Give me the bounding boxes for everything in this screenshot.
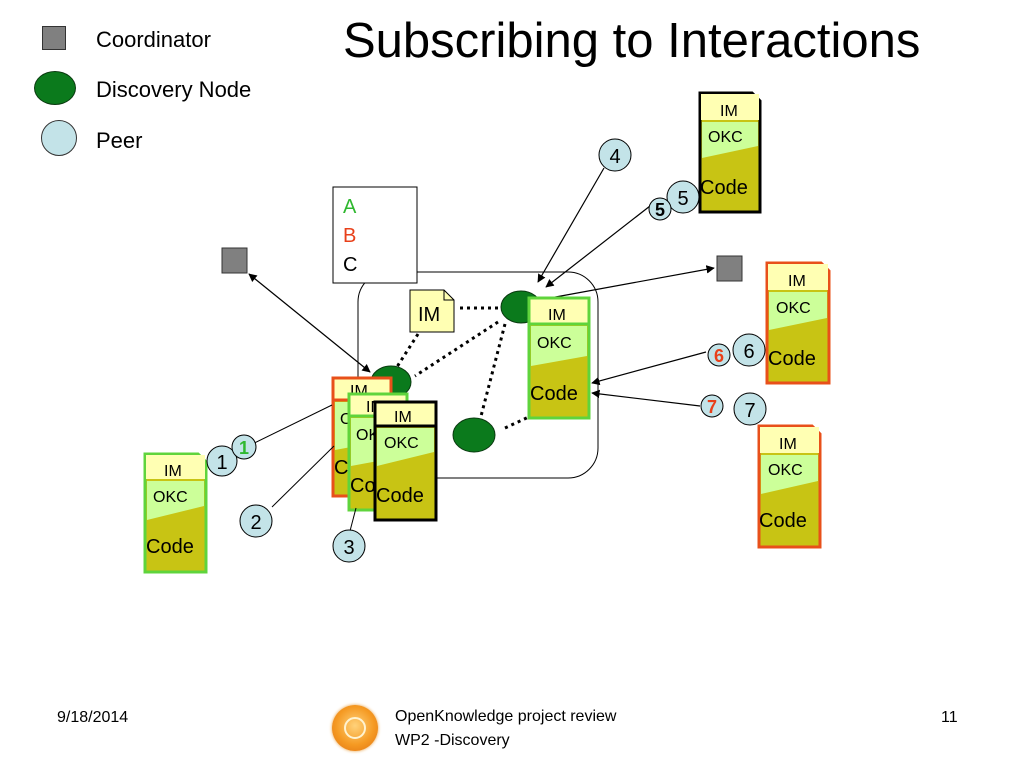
component-right-middle-okc: OKC [776, 300, 811, 317]
component-right-middle: IM OKC Code [765, 261, 831, 385]
coordinator-right [716, 255, 743, 282]
arrow-step-4 [537, 167, 605, 283]
component-stack-black-im: IM [394, 409, 412, 426]
svg-text:5: 5 [677, 188, 688, 210]
component-node-top-okc: OKC [537, 335, 572, 352]
arrow-coordinator-left [248, 273, 371, 373]
component-node-top: IM OKC Code [527, 296, 591, 420]
abc-label-b: B [343, 225, 356, 247]
abc-box [332, 186, 418, 284]
svg-text:6: 6 [743, 341, 754, 363]
component-right-middle-code: Code [768, 348, 816, 370]
component-right-bottom: IM OKC Code [757, 424, 822, 549]
step-4: 4 [598, 138, 632, 172]
discovery-node-legend-label: Discovery Node [96, 77, 252, 102]
component-peer-left-im: IM [164, 463, 182, 480]
component-top-right-im: IM [720, 103, 738, 120]
component-right-bottom-im: IM [779, 436, 797, 453]
peer-legend-label: Peer [96, 128, 143, 153]
svg-text:3: 3 [343, 537, 354, 559]
peer-legend-icon [41, 120, 77, 156]
component-right-bottom-code: Code [759, 510, 807, 532]
svg-text:4: 4 [609, 146, 620, 168]
svg-text:1: 1 [216, 452, 227, 474]
component-node-top-code: Code [530, 383, 578, 405]
svg-text:2: 2 [250, 512, 261, 534]
step-2: 2 [239, 504, 273, 538]
step-3: 3 [332, 529, 366, 563]
coordinator-left [221, 247, 248, 274]
svg-text:5: 5 [655, 200, 665, 220]
discovery-network-area [357, 271, 599, 479]
arrow-step-5 [545, 205, 651, 288]
svg-text:7: 7 [707, 397, 717, 417]
component-stack-black: IM OKC Code [373, 400, 438, 522]
footer-date: 9/18/2014 [57, 709, 129, 726]
component-node-top-im: IM [548, 307, 566, 324]
component-peer-left-okc: OKC [153, 489, 188, 506]
legend: Coordinator Discovery Node Peer [0, 0, 300, 170]
coordinator-legend-icon [42, 26, 66, 50]
coordinator-legend-label: Coordinator [96, 27, 211, 52]
footer-review: OpenKnowledge project review [395, 708, 617, 725]
slide-title: Subscribing to Interactions [343, 14, 921, 68]
arrow-step-6 [591, 351, 707, 386]
abc-label-a: A [343, 196, 357, 218]
component-right-bottom-okc: OKC [768, 462, 803, 479]
im-document-label: IM [418, 304, 440, 326]
footer-wp: WP2 -Discovery [395, 732, 510, 749]
component-stack-black-code: Code [376, 485, 424, 507]
component-top-right: IM OKC Code [698, 91, 762, 214]
svg-text:7: 7 [744, 400, 755, 422]
component-top-right-okc: OKC [708, 129, 743, 146]
component-peer-left-code: Code [146, 536, 194, 558]
step-7: 7 7 [700, 392, 767, 426]
svg-text:6: 6 [714, 346, 724, 366]
step-5: 5 5 [648, 180, 700, 221]
step-1: 1 1 [206, 434, 257, 477]
component-right-middle-im: IM [788, 273, 806, 290]
page-number: 11 [941, 709, 958, 726]
discovery-node-bottom [452, 417, 496, 453]
component-peer-left: IM OKC Code [143, 452, 208, 574]
component-top-right-code: Code [700, 177, 748, 199]
abc-label-c: C [343, 254, 357, 276]
step-6: 6 6 [707, 333, 766, 367]
openknowledge-logo-icon [332, 705, 378, 751]
arrow-step-7 [591, 389, 701, 407]
discovery-node-legend-icon [34, 71, 76, 105]
svg-text:1: 1 [239, 438, 249, 458]
component-stack-black-okc: OKC [384, 435, 419, 452]
im-document: IM [409, 289, 455, 333]
dotted-links [393, 306, 536, 430]
arrow-coordinator-right [549, 265, 715, 299]
